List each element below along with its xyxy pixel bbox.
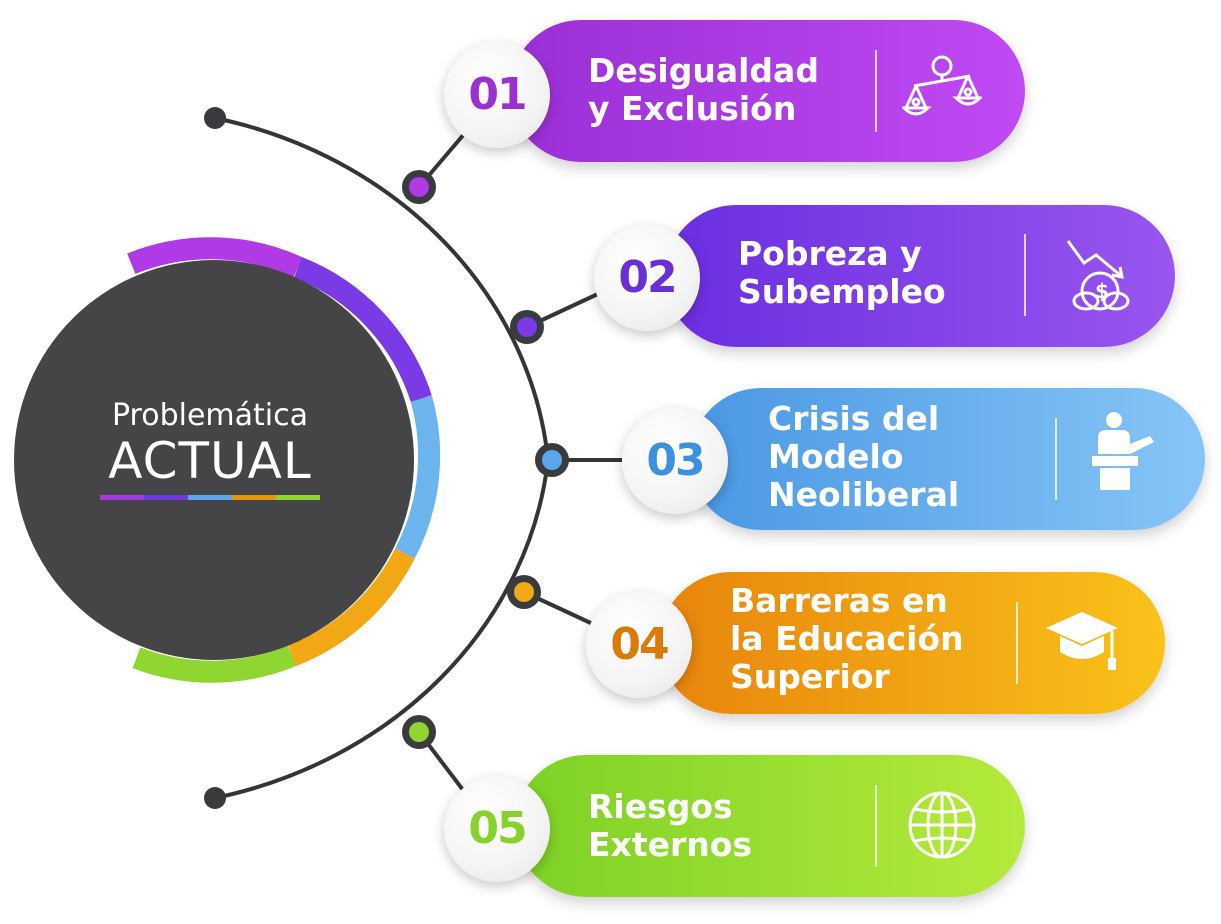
item-03-label-line3: Neoliberal: [768, 475, 960, 514]
item-02-label-line2: Subempleo: [738, 272, 946, 311]
center-circle: [14, 260, 414, 660]
center-underline: [100, 495, 320, 500]
arc-node-02: [510, 310, 544, 344]
item-05-number-badge: 05: [444, 776, 550, 882]
item-04-label-line2: la Educación: [730, 619, 964, 658]
svg-text:$: $: [1095, 279, 1109, 303]
item-01-label: Desigualdad y Exclusión: [588, 52, 819, 128]
item-02-divider: [1024, 234, 1026, 316]
item-05-label-line2: Externos: [588, 825, 753, 864]
item-02-label-line1: Pobreza y: [738, 234, 922, 273]
item-01-label-line1: Desigualdad: [588, 51, 819, 90]
item-04-number: 04: [610, 619, 669, 670]
item-03-label: Crisis del Modelo Neoliberal: [768, 400, 959, 514]
arc-end-top: [204, 107, 226, 129]
item-03-number: 03: [646, 435, 705, 486]
item-05-label: Riesgos Externos: [588, 788, 752, 864]
item-05-label-line1: Riesgos: [588, 787, 733, 826]
item-05-number: 05: [468, 803, 527, 854]
item-03-label-line1: Crisis del: [768, 399, 940, 438]
item-03-label-line2: Modelo: [768, 437, 904, 476]
item-01-divider: [875, 50, 877, 132]
item-02-number-badge: 02: [594, 225, 700, 331]
item-04-label-line1: Barreras en: [730, 581, 948, 620]
center-title-line1: Problemática: [111, 398, 308, 433]
item-04-label-line3: Superior: [730, 657, 890, 696]
item-02-number: 02: [618, 252, 677, 303]
item-01-pill: [510, 20, 1025, 162]
item-04-divider: [1016, 602, 1018, 684]
declining-coins-icon: $: [1066, 240, 1130, 311]
item-01-number-badge: 01: [444, 42, 550, 148]
arc-node-04: [507, 575, 541, 609]
arc-node-01: [402, 170, 436, 204]
presenter-icon: [1092, 412, 1154, 490]
item-01-label-line2: y Exclusión: [588, 89, 797, 128]
arc-node-03: [535, 443, 569, 477]
item-05-divider: [875, 785, 877, 867]
center-title-line2: ACTUAL: [108, 432, 312, 490]
globe-icon: [908, 791, 976, 859]
arc-end-bottom: [204, 787, 226, 809]
item-01-number: 01: [468, 69, 527, 120]
item-04-label: Barreras en la Educación Superior: [730, 582, 964, 696]
item-03-number-badge: 03: [622, 408, 728, 514]
center-color-ring: [127, 237, 441, 683]
item-02-label: Pobreza y Subempleo: [738, 235, 946, 311]
item-04-number-badge: 04: [586, 592, 692, 698]
item-03-divider: [1055, 418, 1057, 500]
balance-scale-icon: [902, 55, 982, 116]
arc-node-05: [402, 715, 436, 749]
graduation-cap-icon: [1046, 612, 1118, 670]
